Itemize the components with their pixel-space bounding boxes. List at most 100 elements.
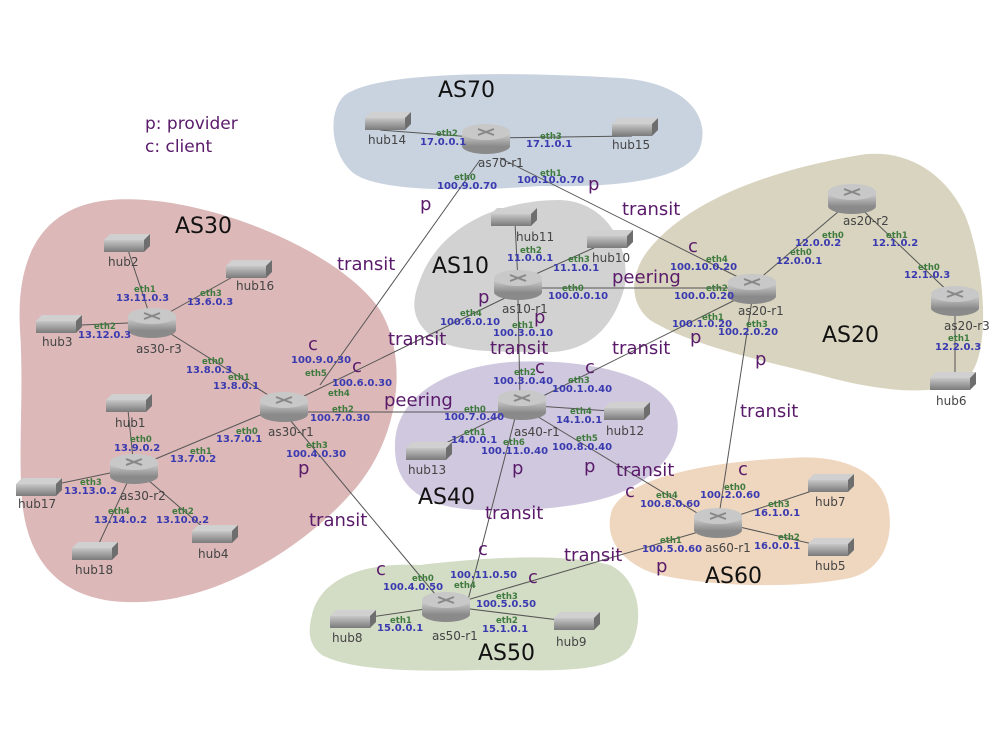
iface-eth: eth0	[202, 357, 224, 367]
hub-icon[interactable]	[192, 525, 238, 543]
link-as70-as30	[319, 159, 481, 386]
hub-icon[interactable]	[36, 315, 82, 333]
node-label: as60-r1	[705, 541, 751, 555]
hub-icon[interactable]	[612, 118, 658, 136]
rel-transit: transit	[622, 199, 680, 220]
rel-provider: p	[584, 456, 595, 477]
node-label: hub15	[612, 138, 650, 152]
router-icon[interactable]	[931, 286, 979, 316]
iface-ip: 13.8.0.1	[213, 381, 259, 392]
rel-client: c	[308, 334, 318, 355]
node-label: hub2	[108, 255, 138, 269]
rel-provider: p	[690, 327, 701, 348]
hub-icon[interactable]	[406, 442, 452, 460]
legend-client: c: client	[145, 137, 213, 157]
node-label: as50-r1	[432, 629, 478, 643]
hub-icon[interactable]	[604, 402, 650, 420]
hub-icon[interactable]	[930, 372, 976, 390]
iface-ip: 100.9.0.70	[437, 181, 497, 192]
iface-eth: eth2	[172, 507, 194, 517]
router-icon[interactable]	[728, 274, 776, 304]
as60-label: AS60	[705, 564, 762, 589]
router-icon[interactable]	[422, 592, 470, 622]
link-as70-as20	[499, 157, 749, 283]
router-icon[interactable]	[128, 308, 176, 338]
rel-provider: p	[512, 458, 523, 479]
iface-eth: eth1	[228, 373, 250, 383]
router-icon[interactable]	[494, 270, 542, 300]
iface-ip: 100.10.0.20	[670, 262, 737, 273]
iface-eth: eth1	[660, 536, 682, 546]
node-label: hub17	[18, 497, 56, 511]
node-label: as30-r1	[268, 425, 314, 439]
rel-provider: p	[534, 307, 545, 328]
hub-icon[interactable]	[226, 260, 272, 278]
iface-eth: eth3	[306, 441, 328, 451]
router-icon[interactable]	[498, 390, 546, 420]
rel-transit: transit	[337, 254, 395, 275]
iface-eth: eth0	[236, 427, 258, 437]
hub-icon[interactable]	[491, 208, 537, 226]
router-icon[interactable]	[694, 508, 742, 538]
node-label: hub12	[606, 424, 644, 438]
iface-ip: 15.0.0.1	[377, 623, 423, 634]
rel-client: c	[528, 567, 538, 588]
iface-ip: 13.13.0.2	[64, 486, 117, 497]
iface-eth: eth0	[464, 405, 486, 415]
as50-label: AS50	[478, 641, 535, 666]
hub-icon[interactable]	[808, 538, 854, 556]
hub-icon[interactable]	[808, 474, 854, 492]
router-icon[interactable]	[828, 184, 876, 214]
hub-icon[interactable]	[104, 234, 150, 252]
iface-eth: eth2	[778, 533, 800, 543]
iface-eth: eth0	[454, 173, 476, 183]
iface-ip: 100.7.0.40	[444, 412, 504, 423]
iface-eth: eth4	[656, 491, 678, 501]
rel-transit: transit	[740, 401, 798, 422]
iface-eth: eth0	[412, 574, 434, 584]
hub-icon[interactable]	[330, 610, 376, 628]
legend-provider: p: provider	[145, 114, 238, 134]
rel-peering: peering	[384, 390, 453, 411]
rel-client: c	[352, 356, 362, 377]
rel-transit: transit	[309, 510, 367, 531]
iface-ip: 11.1.0.1	[553, 263, 599, 274]
iface-eth: eth1	[948, 334, 970, 344]
rel-provider: p	[298, 458, 309, 479]
iface-ip: 100.0.0.20	[674, 291, 734, 302]
iface-ip: 13.9.0.2	[114, 443, 160, 454]
iface-ip: 100.1.0.40	[552, 384, 612, 395]
iface-eth: eth3	[496, 592, 518, 602]
node-label: hub8	[332, 631, 362, 645]
hub-icon[interactable]	[106, 394, 152, 412]
iface-eth: eth3	[80, 478, 102, 488]
node-label: hub13	[408, 463, 446, 477]
iface-ip: 100.7.0.30	[310, 413, 370, 424]
router-icon[interactable]	[462, 124, 510, 154]
node-label: hub10	[592, 251, 630, 265]
link-as30r3-as30r1	[151, 321, 285, 406]
iface-eth: eth1	[190, 447, 212, 457]
router-icon[interactable]	[110, 454, 158, 484]
node-label: hub7	[815, 495, 845, 509]
link-as20-as60	[717, 299, 753, 523]
hub-icon[interactable]	[16, 478, 62, 496]
iface-ip: 100.1.0.20	[672, 319, 732, 330]
link-as40-as50	[467, 417, 516, 601]
iface-ip: 100.6.0.30	[332, 378, 392, 389]
as30-label: AS30	[175, 214, 232, 239]
iface-eth: eth1	[464, 428, 486, 438]
iface-eth: eth0	[562, 284, 584, 294]
as-regions	[19, 74, 984, 671]
hub-icon[interactable]	[587, 230, 633, 248]
as30-region	[19, 199, 397, 603]
hub-icon[interactable]	[365, 112, 411, 130]
router-icon[interactable]	[260, 392, 308, 422]
node-label: hub14	[368, 133, 406, 147]
iface-ip: 13.14.0.2	[94, 515, 147, 526]
hub-icon[interactable]	[72, 542, 118, 560]
iface-eth: eth1	[540, 169, 562, 179]
hub-icon[interactable]	[554, 612, 600, 630]
iface-eth: eth1	[512, 321, 534, 331]
link-as40-as60	[534, 414, 713, 523]
